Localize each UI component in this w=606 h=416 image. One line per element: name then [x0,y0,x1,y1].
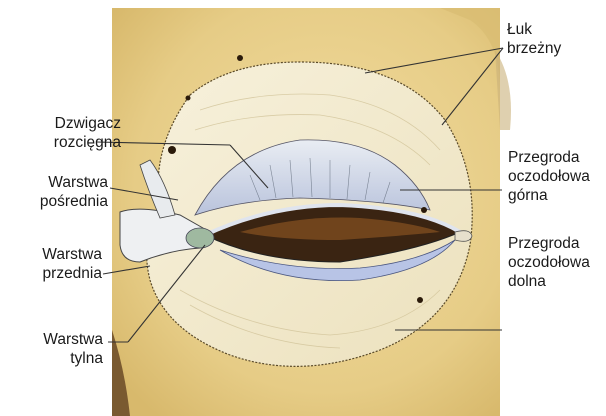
foramen-1 [237,55,243,61]
foramen-5 [417,297,423,303]
lateral-canthal-tendon [455,231,472,242]
label-przegroda-gorna: Przegroda oczodołowa górna [508,148,590,205]
lacrimal-sac [186,228,214,248]
label-warstwa-tylna: Warstwa tylna [43,330,103,368]
foramen-4 [421,207,427,213]
label-warstwa-przednia: Warstwa przednia [42,245,102,283]
label-luk-brzezny: Łuk brzeżny [507,20,561,58]
label-przegroda-dolna: Przegroda oczodołowa dolna [508,234,590,291]
foramen-3 [186,96,191,101]
label-warstwa-posrednia: Warstwa pośrednia [40,173,108,211]
foramen-2 [168,146,176,154]
label-dzwigacz-rozciegna: Dzwigacz rozcięgna [54,114,121,152]
